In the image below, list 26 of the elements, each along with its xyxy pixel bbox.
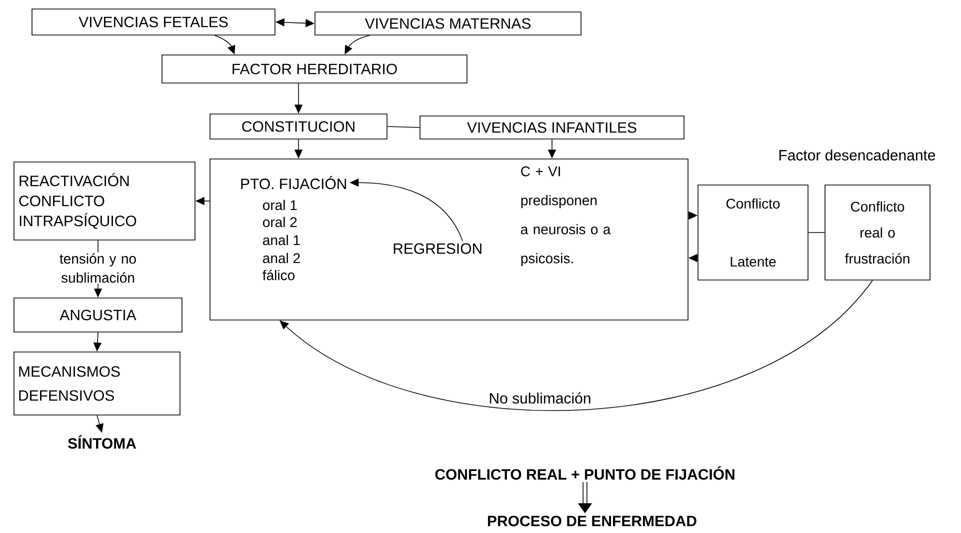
process-box: REACTIVACIÓN CONFLICTO INTRAPSÍQUICO	[14, 162, 196, 240]
arrow	[280, 280, 873, 411]
process-box: FACTOR HEREDITARIO	[162, 54, 468, 84]
stage-label: oral 1	[262, 200, 297, 210]
process-box: VIVENCIAS MATERNAS	[314, 12, 582, 36]
process-box: VIVENCIAS FETALES	[32, 8, 276, 36]
note-text: Factor desencadenante	[779, 150, 936, 160]
process-box: Conflicto Latente	[698, 184, 808, 280]
note-text: C + VI predisponen a neurosis o a psicosis.	[521, 166, 611, 266]
stage-label: anal 2	[263, 252, 300, 264]
text-label: CONFLICTO REAL + PUNTO DE FIJACIÓN	[435, 466, 734, 480]
process-box: MECANISMOS DEFENSIVOS	[14, 352, 180, 416]
text-label: SÍNTOMA	[68, 435, 136, 449]
stage-label: oral 2	[262, 216, 297, 228]
process-box	[210, 158, 688, 320]
text-label: PROCESO DE ENFERMEDAD	[488, 516, 696, 526]
text-label: REGRESION	[394, 243, 482, 254]
process-box: CONSTITUCION	[210, 114, 388, 140]
text-label: PTO. FIJACIÓN	[241, 176, 346, 190]
edge-label: tensión y no sublimación	[60, 253, 136, 283]
edge-label: No sublimación	[490, 392, 590, 404]
stage-label: anal 1	[263, 234, 300, 246]
process-box: ANGUSTIA	[14, 298, 182, 332]
stage-label: fálico	[262, 270, 294, 280]
process-box: VIVENCIAS INFANTILES	[420, 116, 684, 140]
process-box: Conflicto real o frustración	[824, 184, 930, 280]
